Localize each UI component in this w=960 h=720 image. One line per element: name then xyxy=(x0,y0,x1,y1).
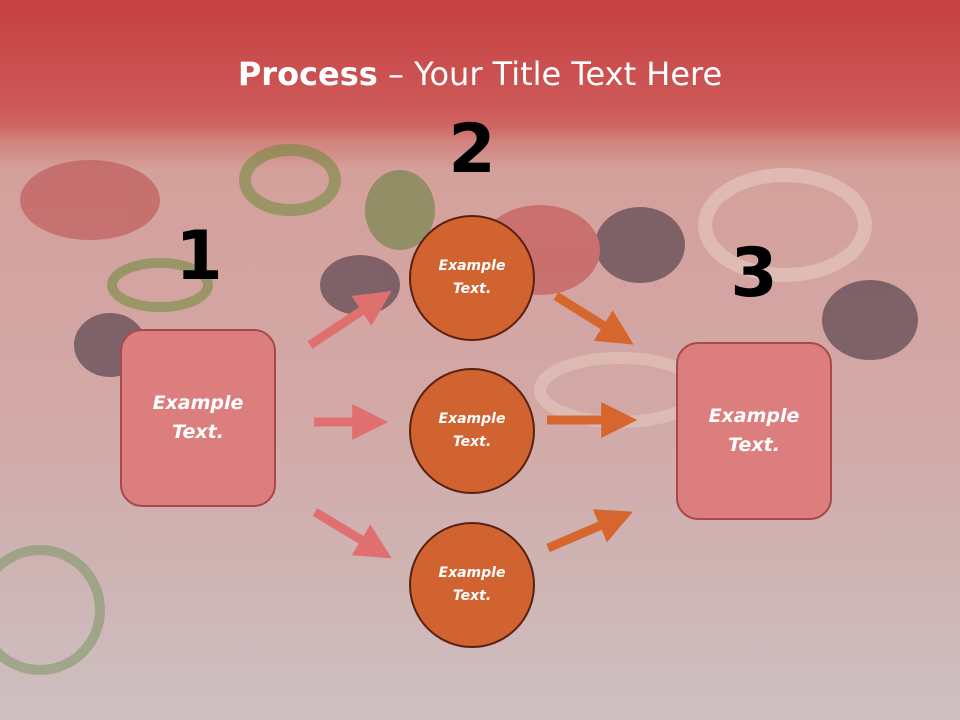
step-3-box: Example Text. xyxy=(676,342,832,520)
arrow-down-right xyxy=(553,292,634,345)
circle-top: Example Text. xyxy=(409,215,535,341)
circle-middle: Example Text. xyxy=(409,368,535,494)
bg-onion-ring xyxy=(698,168,872,282)
circle-middle-text: Example Text. xyxy=(438,411,506,450)
bg-pepper-ring xyxy=(0,545,105,675)
step-1-box: Example Text. xyxy=(120,329,276,507)
bg-pepper-ring xyxy=(107,258,213,312)
bg-topping xyxy=(20,160,160,240)
circle-bottom-text: Example Text. xyxy=(438,565,506,604)
step-3-text: Example Text. xyxy=(708,405,800,456)
slide-title: Process – Your Title Text Here xyxy=(0,52,960,96)
step-number-3: 3 xyxy=(730,234,778,313)
title-rest: – Your Title Text Here xyxy=(377,55,723,93)
step-1-text: Example Text. xyxy=(152,392,244,443)
arrow-down-left xyxy=(312,508,392,559)
bg-pepper-ring xyxy=(239,144,341,216)
bg-olive xyxy=(822,280,918,360)
bg-basil-leaf xyxy=(365,170,435,250)
step-number-2: 2 xyxy=(448,110,496,189)
bg-olive xyxy=(595,207,685,283)
arrow-up-left xyxy=(307,291,392,349)
circle-bottom: Example Text. xyxy=(409,522,535,648)
circle-top-text: Example Text. xyxy=(438,258,506,297)
header-band xyxy=(0,0,960,140)
arrow-up-right xyxy=(546,509,633,553)
step-number-1: 1 xyxy=(175,217,223,296)
title-bold: Process xyxy=(237,55,378,93)
